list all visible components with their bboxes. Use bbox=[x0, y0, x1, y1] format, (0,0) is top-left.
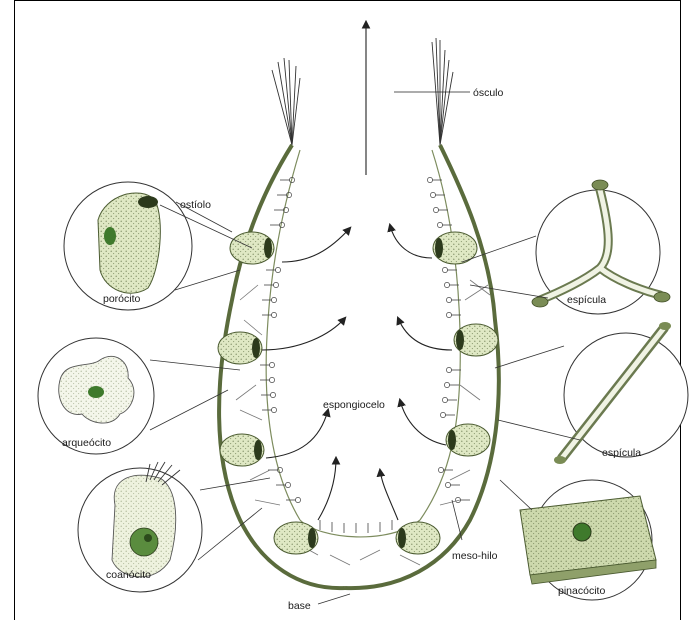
label-porocito: porócito bbox=[103, 293, 141, 305]
right-tuft bbox=[432, 38, 453, 145]
mesohyl-spicules bbox=[236, 280, 490, 565]
outer-wall-left bbox=[219, 145, 345, 588]
outer-wall-right bbox=[345, 145, 499, 588]
porocyte-callout bbox=[64, 182, 252, 310]
sponge-body bbox=[219, 145, 499, 588]
left-tuft bbox=[272, 58, 300, 145]
label-espicula-1: espícula bbox=[567, 294, 606, 306]
meso-hilo-leader bbox=[452, 500, 462, 540]
porocyte-cells bbox=[218, 232, 498, 554]
label-arqueocito: arqueócito bbox=[62, 437, 111, 449]
inner-wall-right bbox=[420, 150, 460, 520]
label-pinacocito: pinacócito bbox=[558, 585, 605, 597]
label-coanocito: coanócito bbox=[106, 569, 151, 581]
pinacocyte-callout bbox=[500, 480, 656, 600]
inner-wall-left bbox=[266, 150, 300, 520]
label-espicula-2: espícula bbox=[602, 447, 641, 459]
label-base: base bbox=[288, 600, 311, 612]
label-ostiolo: ostíolo bbox=[180, 199, 211, 211]
label-osculo: ósculo bbox=[473, 87, 504, 99]
label-meso-hilo: meso-hilo bbox=[452, 550, 498, 562]
label-espongiocelo: espongiocelo bbox=[323, 399, 385, 411]
spicule-callout-2 bbox=[495, 322, 688, 464]
choanocyte-row-bottom bbox=[320, 520, 392, 533]
base-leader bbox=[318, 594, 350, 604]
